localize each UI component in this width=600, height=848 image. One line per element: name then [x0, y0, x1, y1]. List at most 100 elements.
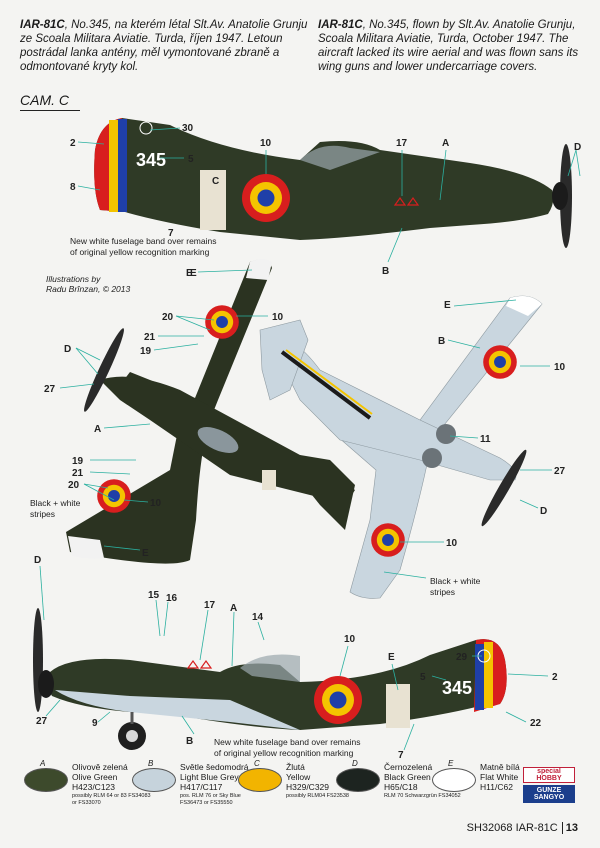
- callout-B-top: B: [382, 266, 389, 277]
- legend-code-B: H417/C117: [180, 782, 223, 792]
- callout-17-top: 17: [396, 138, 408, 149]
- legend-code-A: H423/C123: [72, 782, 116, 792]
- roundel-wing-lower-left: [371, 523, 405, 557]
- callout-21-upper: 21: [144, 332, 156, 343]
- callout-27-upper: 27: [44, 384, 56, 395]
- callout-15: 15: [148, 590, 160, 601]
- rudder-stripe-yellow: [285, 349, 373, 415]
- legend-cz-C: Žlutá: [286, 762, 305, 772]
- stripes-note-left-line2: stripes: [30, 509, 55, 519]
- roundel-wing-upper-left: [97, 479, 131, 513]
- callout-10-lower-left: 10: [150, 498, 162, 509]
- callout-C-top: C: [212, 176, 219, 187]
- callout-30-top: 30: [182, 123, 194, 134]
- callout-9: 9: [92, 718, 98, 729]
- callout-B-bottom: B: [186, 736, 193, 747]
- legend-code-D: H65/C18: [384, 782, 418, 792]
- legend-en-D: Black Green: [384, 772, 431, 782]
- canopy-top-side: [300, 145, 380, 170]
- callout-A-top: A: [442, 138, 449, 149]
- callout-B-lower: B: [438, 336, 445, 347]
- propeller-bottom-side: [33, 608, 43, 712]
- stripes-note-right-line1: Black + white: [430, 576, 481, 586]
- white-fuselage-band: [200, 170, 226, 230]
- callout-10-upper: 10: [272, 312, 284, 323]
- swatch-A: [24, 768, 68, 792]
- roundel-wing-upper-right: [205, 305, 239, 339]
- white-wingtip-upper: [246, 259, 272, 280]
- fuselage-top-side: [94, 118, 554, 240]
- callout-19-upper: 19: [140, 346, 152, 357]
- credit-line2: Radu Brînzan, © 2013: [46, 284, 131, 294]
- legend-code-C: H329/C329: [286, 782, 330, 792]
- cz-model-name: IAR-81C: [20, 19, 65, 31]
- legend-letter-D: D: [352, 759, 358, 768]
- legend-en-E: Flat White: [480, 772, 519, 782]
- aircraft-number-top: 345: [136, 150, 166, 170]
- swatch-B: [132, 768, 176, 792]
- unit-emblem-top: [139, 121, 153, 135]
- callout-27-bottom: 27: [36, 716, 48, 727]
- callout-E-lower-left: E: [142, 548, 149, 559]
- propeller-lower: [481, 449, 527, 527]
- band-note-top-line1: New white fuselage band over remains: [70, 236, 216, 246]
- callout-20-lower-left: 20: [68, 480, 80, 491]
- callout-17-bottom: 17: [204, 600, 216, 611]
- legend-small-A: possibly RLM 64 or 83 FS34083 or FS33070: [72, 793, 151, 806]
- callout-19-lower-left: 19: [72, 456, 84, 467]
- stripes-note-left-line1: Black + white: [30, 498, 81, 508]
- spinner-bottom-side: [38, 670, 54, 698]
- aircraft-number-bottom: 345: [442, 678, 472, 698]
- red-triangles-top: [393, 196, 420, 206]
- callout-10-top: 10: [260, 138, 272, 149]
- callout-D-upper: D: [64, 344, 71, 355]
- callout-A-upper: A: [94, 424, 101, 435]
- swatch-E: [432, 768, 476, 792]
- callout-8-top: 8: [70, 182, 76, 193]
- callout-7-top: 7: [168, 228, 174, 239]
- rudder-blue-stripe: [118, 119, 127, 212]
- legend-code-E: H11/C62: [480, 782, 513, 792]
- propeller-planform: [84, 328, 124, 412]
- publisher-logo: special HOBBY GUNZE SANGYO: [523, 767, 575, 803]
- kit-code: SH32068: [466, 822, 513, 834]
- tailplane-lower: [259, 319, 309, 401]
- side-view-top: 345 2 30 5 8 7 10 17 A B D C E New white…: [70, 118, 581, 279]
- side-view-bottom: 345 D 15 16 17 A 14 10 E 29 5 2 27 9 B: [33, 555, 558, 761]
- callout-10-bottom: 10: [344, 634, 356, 645]
- callout-E-top-planform: E: [190, 268, 197, 279]
- stripes-note-right-line2: stripes: [430, 587, 455, 597]
- wheel-hub: [126, 730, 138, 742]
- legend-en-B: Light Blue Grey: [180, 772, 239, 782]
- rudder-yellow-stripe: [109, 120, 118, 212]
- wheel-well-left: [422, 448, 442, 468]
- callout-11-lower: 11: [480, 434, 491, 445]
- rudder-blue-bottom: [475, 644, 484, 710]
- callout-D-lower: D: [540, 506, 547, 517]
- red-triangles-bottom: [186, 659, 213, 669]
- legend-en-C: Yellow: [286, 772, 311, 782]
- rudder-stripe-dark: [280, 350, 372, 420]
- callout-10-lower-left-wing: 10: [446, 538, 458, 549]
- callout-5-bottom: 5: [420, 672, 426, 683]
- canopy-bottom-side: [240, 654, 300, 682]
- page-number: 13: [561, 822, 578, 834]
- white-band-planform: [262, 470, 276, 490]
- legend-cz-E: Matně bílá: [480, 762, 520, 772]
- lower-surface-bottom-side: [55, 690, 300, 730]
- callout-2-top: 2: [70, 138, 76, 149]
- band-note-top-line2: of original yellow recognition marking: [70, 247, 210, 257]
- canopy-planform: [197, 427, 239, 453]
- cz-description-text: , No.345, na kterém létal Slt.Av. Anatol…: [20, 19, 308, 73]
- legend-small-B: pos. RLM 76 or Sky Blue FS36473 or FS355…: [180, 793, 241, 806]
- callout-A-bottom: A: [230, 603, 237, 614]
- band-note-bottom-line2: of original yellow recognition marking: [214, 748, 354, 758]
- roundel-fuselage-top: [242, 174, 290, 222]
- credit-line1: Illustrations by: [46, 274, 101, 284]
- bottom-view: E B 10 11 27 D 10 Black + white stripes: [259, 295, 566, 599]
- band-note-bottom-line1: New white fuselage band over remains: [214, 737, 360, 747]
- callout-20-upper: 20: [162, 312, 174, 323]
- kit-model: IAR-81C: [515, 822, 558, 834]
- callout-E-upper: E: [186, 268, 193, 279]
